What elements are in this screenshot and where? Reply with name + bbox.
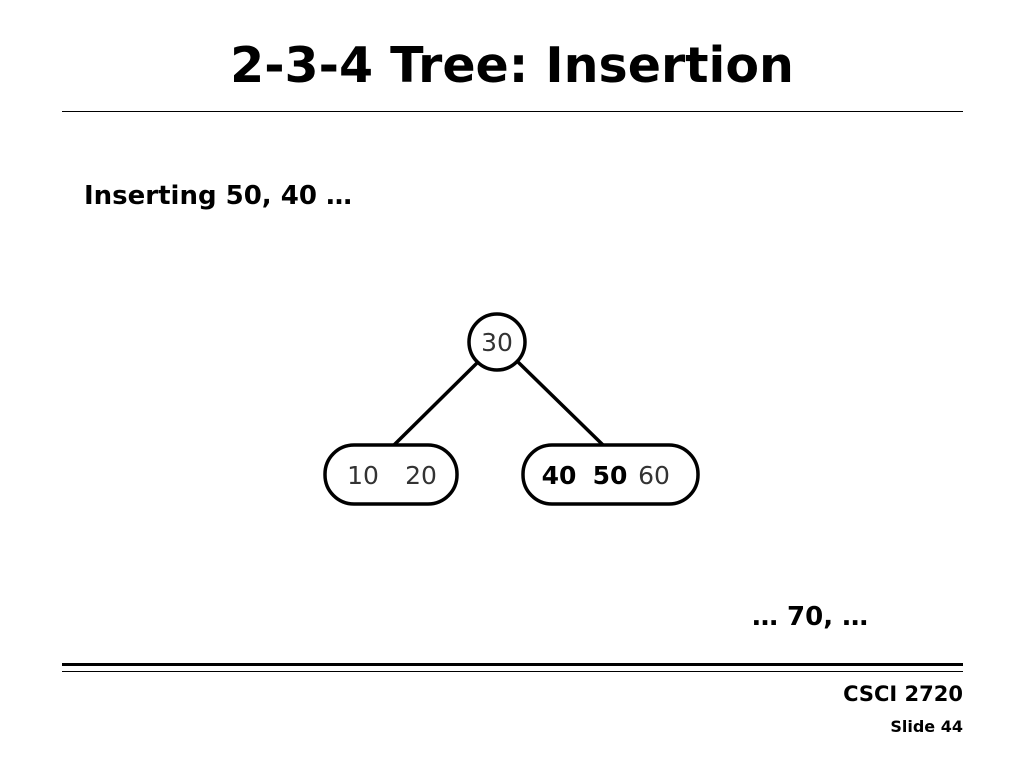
right-child-node: 40 50 60 [521,443,700,506]
root-key-1: 30 [481,328,513,357]
footer-divider-thick [62,663,963,666]
root-node: 30 [467,312,527,372]
right-key-3: 60 [638,461,670,490]
slide-title: 2-3-4 Tree: Insertion [230,37,794,94]
title-divider [62,111,963,112]
right-key-2: 50 [593,461,628,490]
course-label: CSCI 2720 [843,682,963,706]
edge-root-left [392,360,480,447]
insertion-caption: Inserting 50, 40 … [84,181,352,211]
right-key-1: 40 [542,461,577,490]
left-child-node: 10 20 [323,443,459,506]
edge-root-right [516,360,605,447]
footer-divider-thin [62,671,963,672]
slide-number: Slide 44 [890,717,963,736]
left-key-1: 10 [347,461,379,490]
continuation-caption: … 70, … [752,602,869,632]
left-key-2: 20 [405,461,437,490]
